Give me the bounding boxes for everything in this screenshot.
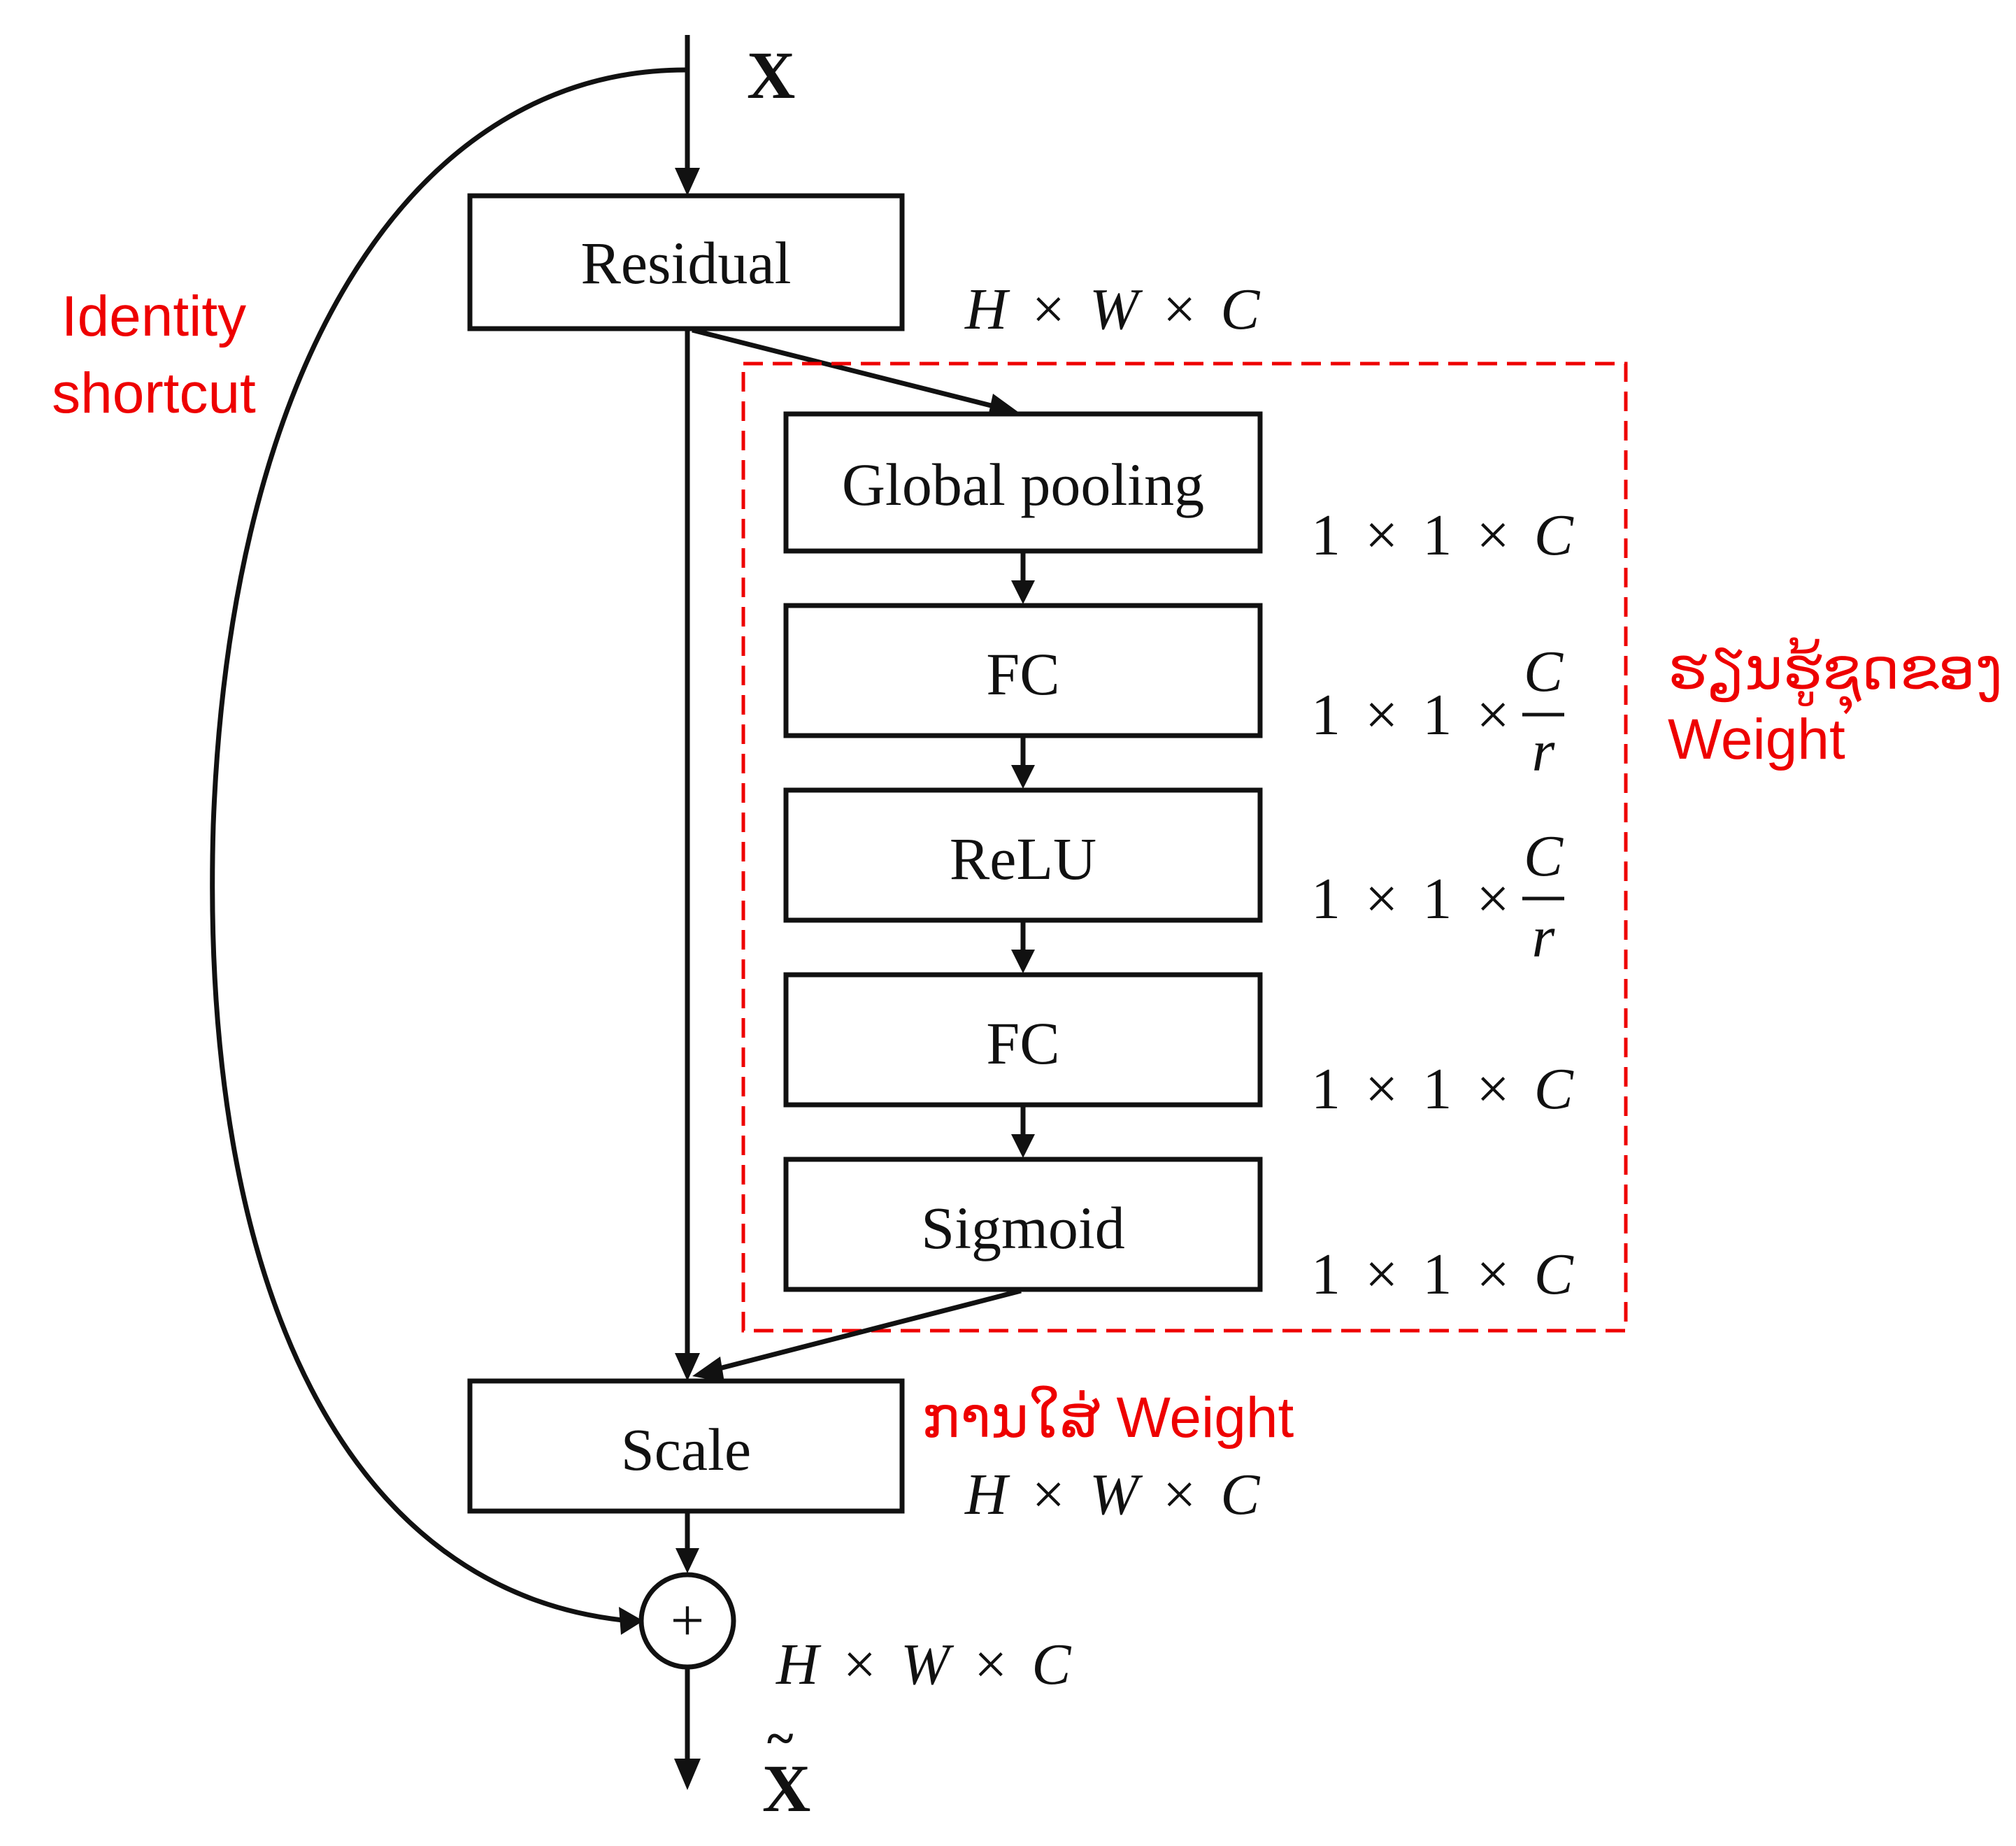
scale-input-arrowhead — [675, 1353, 700, 1381]
fc2-to-sigmoid-arrowhead — [1011, 1134, 1035, 1158]
global-pooling-block — [783, 411, 1263, 554]
branch-out-arrowhead — [692, 1357, 724, 1382]
output-x-label: X — [762, 1751, 810, 1826]
sigmoid-block — [783, 1157, 1263, 1292]
identity-shortcut-path — [210, 67, 686, 1624]
fc2-block — [783, 972, 1263, 1108]
fc1-to-relu-arrowhead — [1011, 765, 1035, 789]
fc1-label: FC — [986, 641, 1059, 708]
scale-block — [467, 1378, 905, 1514]
scale-label: Scale — [621, 1416, 751, 1483]
branch-out-line — [716, 1288, 1022, 1372]
input-x-label: X — [747, 38, 795, 113]
relu-label: ReLU — [950, 825, 1096, 892]
gp-to-fc1-arrowhead — [1011, 580, 1035, 604]
identity-shortcut-annotation-line1: Identity — [62, 285, 246, 348]
se-annotation-line1: ຮຽນຮູ້ຊຸດຂອງ — [1668, 637, 2003, 714]
branch-in-line — [692, 327, 997, 410]
dim-fc1-numerator: C — [1524, 639, 1564, 704]
residual-block — [467, 193, 905, 331]
dim-fc1: 1 × 1 × — [1311, 682, 1510, 747]
se-annotation-line2: Weight — [1668, 708, 1845, 771]
scale-to-sum-arrowhead — [675, 1548, 699, 1573]
dim-sigmoid: 1 × 1 × C — [1311, 1242, 1574, 1307]
identity-shortcut-annotation-line2: shortcut — [52, 362, 256, 425]
relu-to-fc2-arrowhead — [1011, 950, 1035, 973]
dim-residual-out: H × W × C — [964, 277, 1260, 342]
dim-scale-out: H × W × C — [964, 1462, 1260, 1527]
sum-symbol: + — [671, 1587, 705, 1654]
dim-relu-numerator: C — [1524, 824, 1564, 889]
sigmoid-label: Sigmoid — [921, 1194, 1125, 1261]
identity-shortcut-arrowhead — [619, 1607, 643, 1635]
se-dashed-region — [741, 362, 1628, 1333]
fc2-label: FC — [986, 1010, 1059, 1077]
dim-sum-out: H × W × C — [775, 1632, 1071, 1697]
scale-annotation: ການໃສ່ Weight — [922, 1385, 1294, 1450]
input-arrowhead — [675, 168, 700, 196]
dim-fc2: 1 × 1 × C — [1311, 1057, 1574, 1122]
residual-label: Residual — [581, 229, 792, 296]
output-arrowhead — [674, 1759, 701, 1790]
dim-fc1-denominator: r — [1532, 719, 1555, 784]
dim-global-pooling: 1 × 1 × C — [1311, 503, 1574, 568]
dim-relu: 1 × 1 × — [1311, 866, 1510, 931]
output-x-tilde: ~ — [767, 1710, 793, 1766]
relu-block — [783, 787, 1263, 923]
global-pooling-label: Global pooling — [842, 451, 1204, 518]
dim-relu-denominator: r — [1532, 905, 1555, 970]
